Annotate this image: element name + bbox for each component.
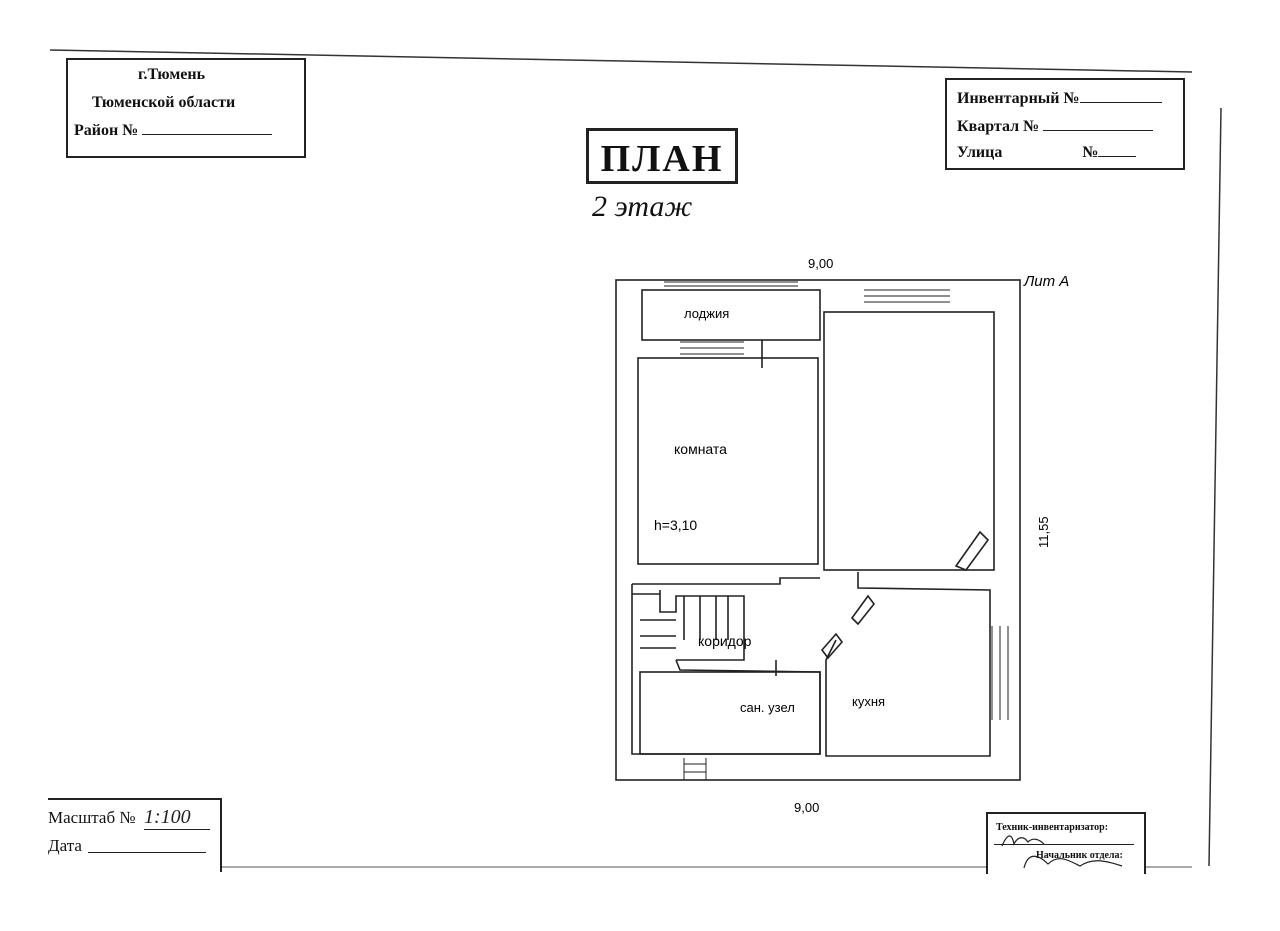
door-swing [850, 594, 876, 626]
scale-value: 1:100 [144, 806, 210, 830]
window-top-right [864, 289, 950, 303]
door-swing [954, 530, 990, 571]
loggia-outline [641, 289, 821, 341]
signature-technician [1001, 835, 1123, 869]
block-label: Квартал № [957, 116, 1154, 136]
stairs [632, 590, 745, 661]
plan-title: ПЛАН [600, 138, 724, 180]
door-swing [820, 632, 844, 660]
corridor-outline [631, 572, 991, 757]
room-loggia: лоджия [684, 306, 729, 321]
number-label: № [1082, 144, 1099, 161]
district-label: Район № [74, 120, 273, 140]
floor-title: 2 этаж [592, 190, 693, 223]
region-name: Тюменской области [92, 94, 236, 111]
technician-label: Техник-инвентаризатор: [996, 822, 1109, 833]
outer-wall [615, 279, 1021, 781]
room-kitchen: кухня [852, 694, 885, 709]
room-corridor: коридор [698, 633, 752, 649]
right-room-outline [823, 311, 995, 571]
room-height: h=3,10 [654, 517, 697, 533]
date-label: Дата [48, 836, 82, 855]
window-loggia [680, 341, 744, 355]
city-name: г.Тюмень [138, 66, 206, 83]
technician-stamp: Техник-инвентаризатор: Начальник отдела: [986, 812, 1146, 874]
city-stamp: г.Тюмень Тюменской области Район № [66, 58, 306, 158]
dim-right: 11,55 [1036, 516, 1051, 548]
room-main: комната [674, 441, 727, 457]
department-label: Начальник отдела: [1036, 850, 1123, 861]
letter-label: Лит А [1023, 273, 1069, 290]
room-bathroom: сан. узел [740, 700, 795, 715]
window-right [991, 626, 1009, 720]
plan-title-box: ПЛАН [586, 128, 738, 184]
dim-bottom: 9,00 [794, 800, 819, 815]
window-bottom [683, 758, 707, 780]
scale-stamp: Масштаб № 1:100 Дата [48, 798, 222, 872]
inventory-label: Инвентарный № [957, 88, 1162, 108]
scale-label: Масштаб № [48, 808, 136, 827]
window-top-left [664, 281, 798, 291]
bathroom-outline [639, 671, 821, 755]
dim-top: 9,00 [808, 256, 833, 271]
room-outline [637, 357, 819, 565]
